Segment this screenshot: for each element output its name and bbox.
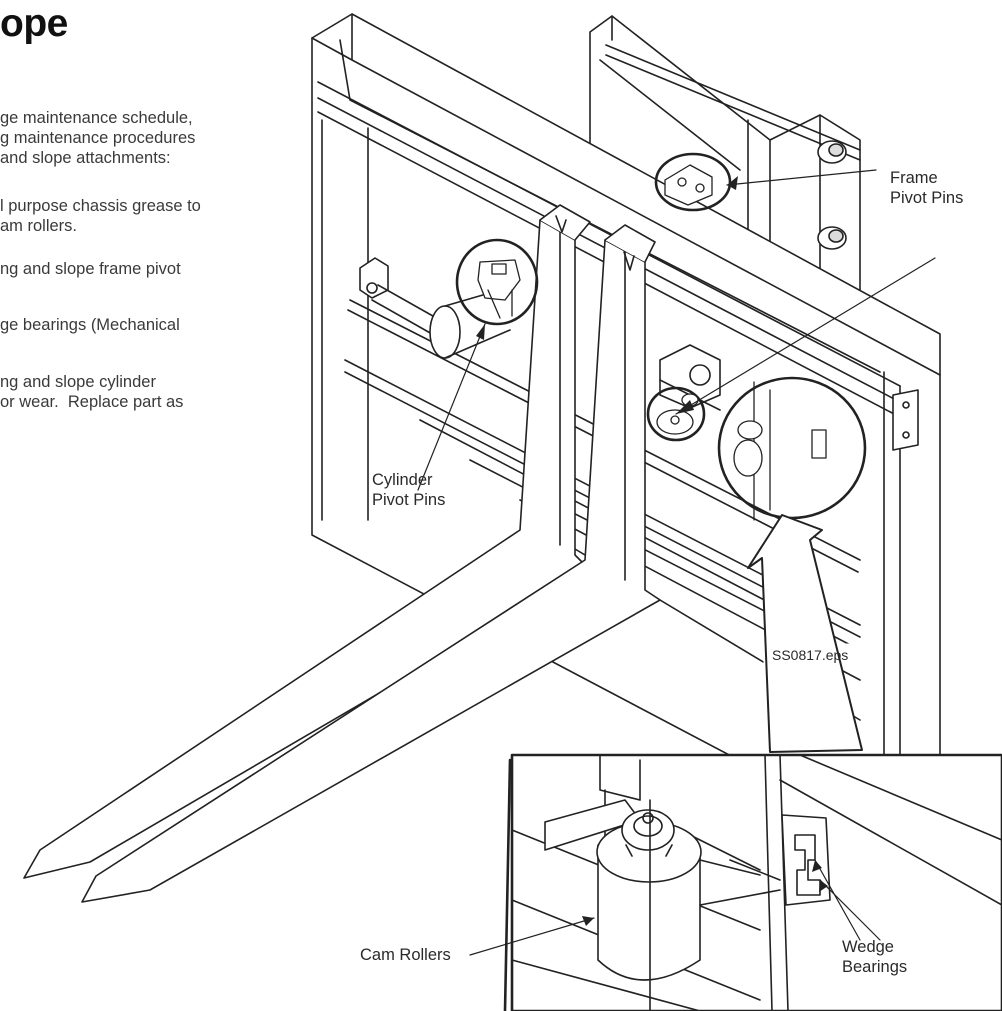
mast-knobs bbox=[817, 140, 847, 250]
label-frame-pivot-pins: Frame Pivot Pins bbox=[890, 169, 964, 207]
fork-hooks bbox=[555, 215, 635, 271]
rear-rod bbox=[605, 44, 861, 161]
step-cylinder-inspect: ng and slope cylinder or wear. Replace p… bbox=[0, 373, 184, 411]
fork-right bbox=[81, 224, 661, 903]
cylinder-pivot-detail bbox=[477, 259, 521, 319]
label-wedge-bearings: Wedge Bearings bbox=[842, 938, 908, 976]
frame-pivot-detail bbox=[664, 164, 713, 206]
right-mechanism bbox=[659, 344, 721, 411]
tilt-cylinder bbox=[359, 257, 511, 359]
intro-paragraph: ge maintenance schedule, g maintenance p… bbox=[0, 109, 196, 167]
page-title: ope bbox=[0, 2, 68, 45]
wedge-detail-small bbox=[733, 381, 827, 521]
label-file-name: SS0817.eps bbox=[772, 647, 849, 663]
inset-view bbox=[503, 753, 1002, 1011]
zoom-arrow bbox=[747, 514, 863, 753]
inset-leader-lines bbox=[469, 859, 881, 956]
step-wedge-bearings: ge bearings (Mechanical bbox=[0, 316, 180, 334]
leader-lines bbox=[417, 169, 936, 491]
label-cam-rollers: Cam Rollers bbox=[360, 946, 451, 964]
step-grease-cam-rollers: l purpose chassis grease to am rollers. bbox=[0, 197, 201, 235]
step-frame-pivot: ng and slope frame pivot bbox=[0, 260, 181, 278]
side-plate bbox=[892, 389, 919, 451]
label-cylinder-pivot-pins: Cylinder Pivot Pins bbox=[372, 471, 446, 509]
